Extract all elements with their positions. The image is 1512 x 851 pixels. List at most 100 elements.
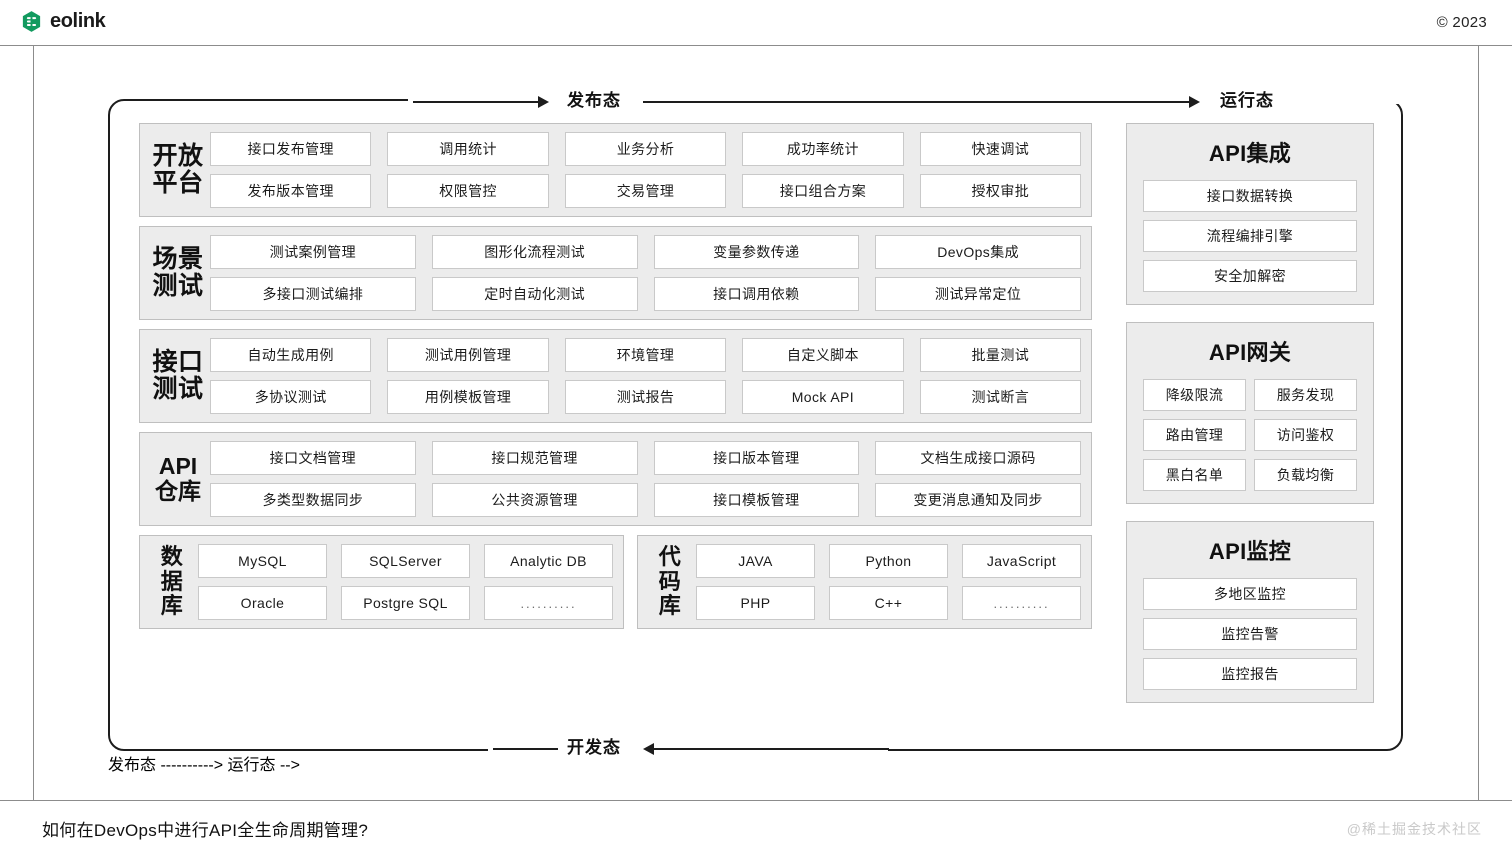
feature-cell[interactable]: 测试断言 [919, 380, 1082, 414]
cell-row: Oracle Postgre SQL .......... [198, 586, 613, 620]
panel-cell[interactable]: 降级限流 [1143, 379, 1246, 411]
group-database: 数据库 MySQL SQLServer Analytic DB Oracle P… [139, 535, 624, 629]
feature-cell[interactable]: 交易管理 [564, 174, 727, 208]
frame-gap-top [408, 95, 1403, 104]
group-api-test: 接口测试 自动生成用例 测试用例管理 环境管理 自定义脚本 批量测试 多协议测试… [139, 329, 1092, 423]
feature-cell[interactable]: MySQL [198, 544, 327, 578]
panel-cell[interactable]: 访问鉴权 [1254, 419, 1357, 451]
feature-cell[interactable]: 接口文档管理 [210, 441, 416, 475]
group-cells: JAVA Python JavaScript PHP C++ .........… [696, 544, 1081, 620]
footer-divider [0, 800, 1512, 801]
feature-cell[interactable]: 多类型数据同步 [210, 483, 416, 517]
cell-row: 多接口测试编排 定时自动化测试 接口调用依赖 测试异常定位 [210, 277, 1081, 311]
feature-cell[interactable]: PHP [696, 586, 815, 620]
slide-caption: 如何在DevOps中进行API全生命周期管理? [42, 821, 369, 840]
feature-cell[interactable]: 授权审批 [919, 174, 1082, 208]
flow-label-runtime: 运行态 [1211, 91, 1283, 111]
feature-cell[interactable]: JavaScript [962, 544, 1081, 578]
feature-cell[interactable]: 自动生成用例 [210, 338, 372, 372]
watermark: @稀土掘金技术社区 [1346, 821, 1482, 837]
panel-cell[interactable]: 黑白名单 [1143, 459, 1246, 491]
flow-arrow-head-3 [643, 743, 654, 755]
feature-cell[interactable]: 图形化流程测试 [431, 235, 638, 269]
feature-cell[interactable]: Postgre SQL [341, 586, 470, 620]
feature-cell[interactable]: 自定义脚本 [742, 338, 904, 372]
flow-arrow-line-4 [654, 748, 889, 750]
feature-cell[interactable]: 公共资源管理 [431, 483, 638, 517]
bottom-split-row: 数据库 MySQL SQLServer Analytic DB Oracle P… [139, 535, 1092, 629]
cell-row: 发布版本管理 权限管控 交易管理 接口组合方案 授权审批 [210, 174, 1082, 208]
page-header: eolink © 2023 [0, 0, 1512, 45]
feature-cell[interactable]: 权限管控 [387, 174, 549, 208]
group-title-api-test: 接口测试 [152, 348, 204, 403]
feature-cell[interactable]: Python [829, 544, 948, 578]
panel-cell[interactable]: 接口数据转换 [1143, 180, 1357, 212]
feature-cell[interactable]: 变量参数传递 [653, 235, 860, 269]
panel-cell[interactable]: 负载均衡 [1254, 459, 1357, 491]
feature-cell-more[interactable]: .......... [962, 586, 1081, 620]
flow-arrow-head-1 [538, 96, 549, 108]
flow-arrow-line-3 [493, 748, 558, 750]
left-margin-rule [33, 45, 34, 801]
feature-cell[interactable]: 调用统计 [387, 132, 549, 166]
panel-cell[interactable]: 监控报告 [1143, 658, 1357, 690]
feature-cell[interactable]: 接口规范管理 [431, 441, 638, 475]
feature-cell[interactable]: 成功率统计 [742, 132, 904, 166]
feature-cell[interactable]: C++ [829, 586, 948, 620]
group-title-open-platform: 开放平台 [152, 142, 204, 197]
panel-cell[interactable]: 安全加解密 [1143, 260, 1357, 292]
feature-cell[interactable]: 测试异常定位 [875, 277, 1081, 311]
feature-cell[interactable]: 环境管理 [564, 338, 727, 372]
flow-arrow-line-1 [413, 101, 538, 103]
panel-cell[interactable]: 服务发现 [1254, 379, 1357, 411]
panel-title-api-gateway: API网关 [1208, 340, 1292, 365]
group-cells: MySQL SQLServer Analytic DB Oracle Postg… [198, 544, 613, 620]
group-scenario-test: 场景测试 测试案例管理 图形化流程测试 变量参数传递 DevOps集成 多接口测… [139, 226, 1092, 320]
feature-cell[interactable]: Analytic DB [484, 544, 613, 578]
feature-cell[interactable]: JAVA [696, 544, 815, 578]
feature-cell-more[interactable]: .......... [484, 586, 613, 620]
panel-title-api-monitoring: API监控 [1208, 539, 1292, 564]
feature-cell[interactable]: 文档生成接口源码 [875, 441, 1081, 475]
panel-items: 降级限流 服务发现 路由管理 访问鉴权 黑白名单 负载均衡 [1143, 379, 1357, 491]
right-column: API集成 接口数据转换 流程编排引擎 安全加解密 API网关 降级限流 服务发… [1126, 123, 1374, 720]
flow-label-release: 发布态 [558, 91, 630, 111]
left-column: 开放平台 接口发布管理 调用统计 业务分析 成功率统计 快速调试 发布版本管理 … [139, 123, 1092, 629]
feature-cell[interactable]: 测试案例管理 [210, 235, 416, 269]
feature-cell[interactable]: 接口发布管理 [210, 132, 372, 166]
panel-cell[interactable]: 多地区监控 [1143, 578, 1357, 610]
feature-cell[interactable]: 接口模板管理 [653, 483, 860, 517]
feature-cell[interactable]: Mock API [742, 380, 904, 414]
feature-cell[interactable]: SQLServer [341, 544, 470, 578]
cell-row: 测试案例管理 图形化流程测试 变量参数传递 DevOps集成 [210, 235, 1081, 269]
feature-cell[interactable]: 批量测试 [919, 338, 1082, 372]
panel-cell[interactable]: 流程编排引擎 [1143, 220, 1357, 252]
feature-cell[interactable]: 快速调试 [919, 132, 1082, 166]
panel-title-api-integration: API集成 [1208, 141, 1292, 166]
feature-cell[interactable]: 多协议测试 [210, 380, 372, 414]
feature-cell[interactable]: 接口版本管理 [653, 441, 860, 475]
feature-cell[interactable]: 接口调用依赖 [653, 277, 860, 311]
feature-cell[interactable]: DevOps集成 [875, 235, 1081, 269]
feature-cell[interactable]: 发布版本管理 [210, 174, 372, 208]
feature-cell[interactable]: 多接口测试编排 [210, 277, 416, 311]
feature-cell[interactable]: 测试用例管理 [387, 338, 549, 372]
panel-items: 多地区监控 监控告警 监控报告 [1143, 578, 1357, 690]
panel-cell[interactable]: 路由管理 [1143, 419, 1246, 451]
feature-cell[interactable]: Oracle [198, 586, 327, 620]
group-cells: 接口发布管理 调用统计 业务分析 成功率统计 快速调试 发布版本管理 权限管控 … [210, 132, 1082, 208]
feature-cell[interactable]: 接口组合方案 [742, 174, 904, 208]
feature-cell[interactable]: 变更消息通知及同步 [875, 483, 1081, 517]
panel-cell[interactable]: 监控告警 [1143, 618, 1357, 650]
panel-api-integration: API集成 接口数据转换 流程编排引擎 安全加解密 [1126, 123, 1374, 305]
cell-row: JAVA Python JavaScript [696, 544, 1081, 578]
feature-cell[interactable]: 测试报告 [564, 380, 727, 414]
feature-cell[interactable]: 定时自动化测试 [431, 277, 638, 311]
cell-row: 多协议测试 用例模板管理 测试报告 Mock API 测试断言 [210, 380, 1082, 414]
group-cells: 自动生成用例 测试用例管理 环境管理 自定义脚本 批量测试 多协议测试 用例模板… [210, 338, 1082, 414]
feature-cell[interactable]: 业务分析 [564, 132, 727, 166]
feature-cell[interactable]: 用例模板管理 [387, 380, 549, 414]
